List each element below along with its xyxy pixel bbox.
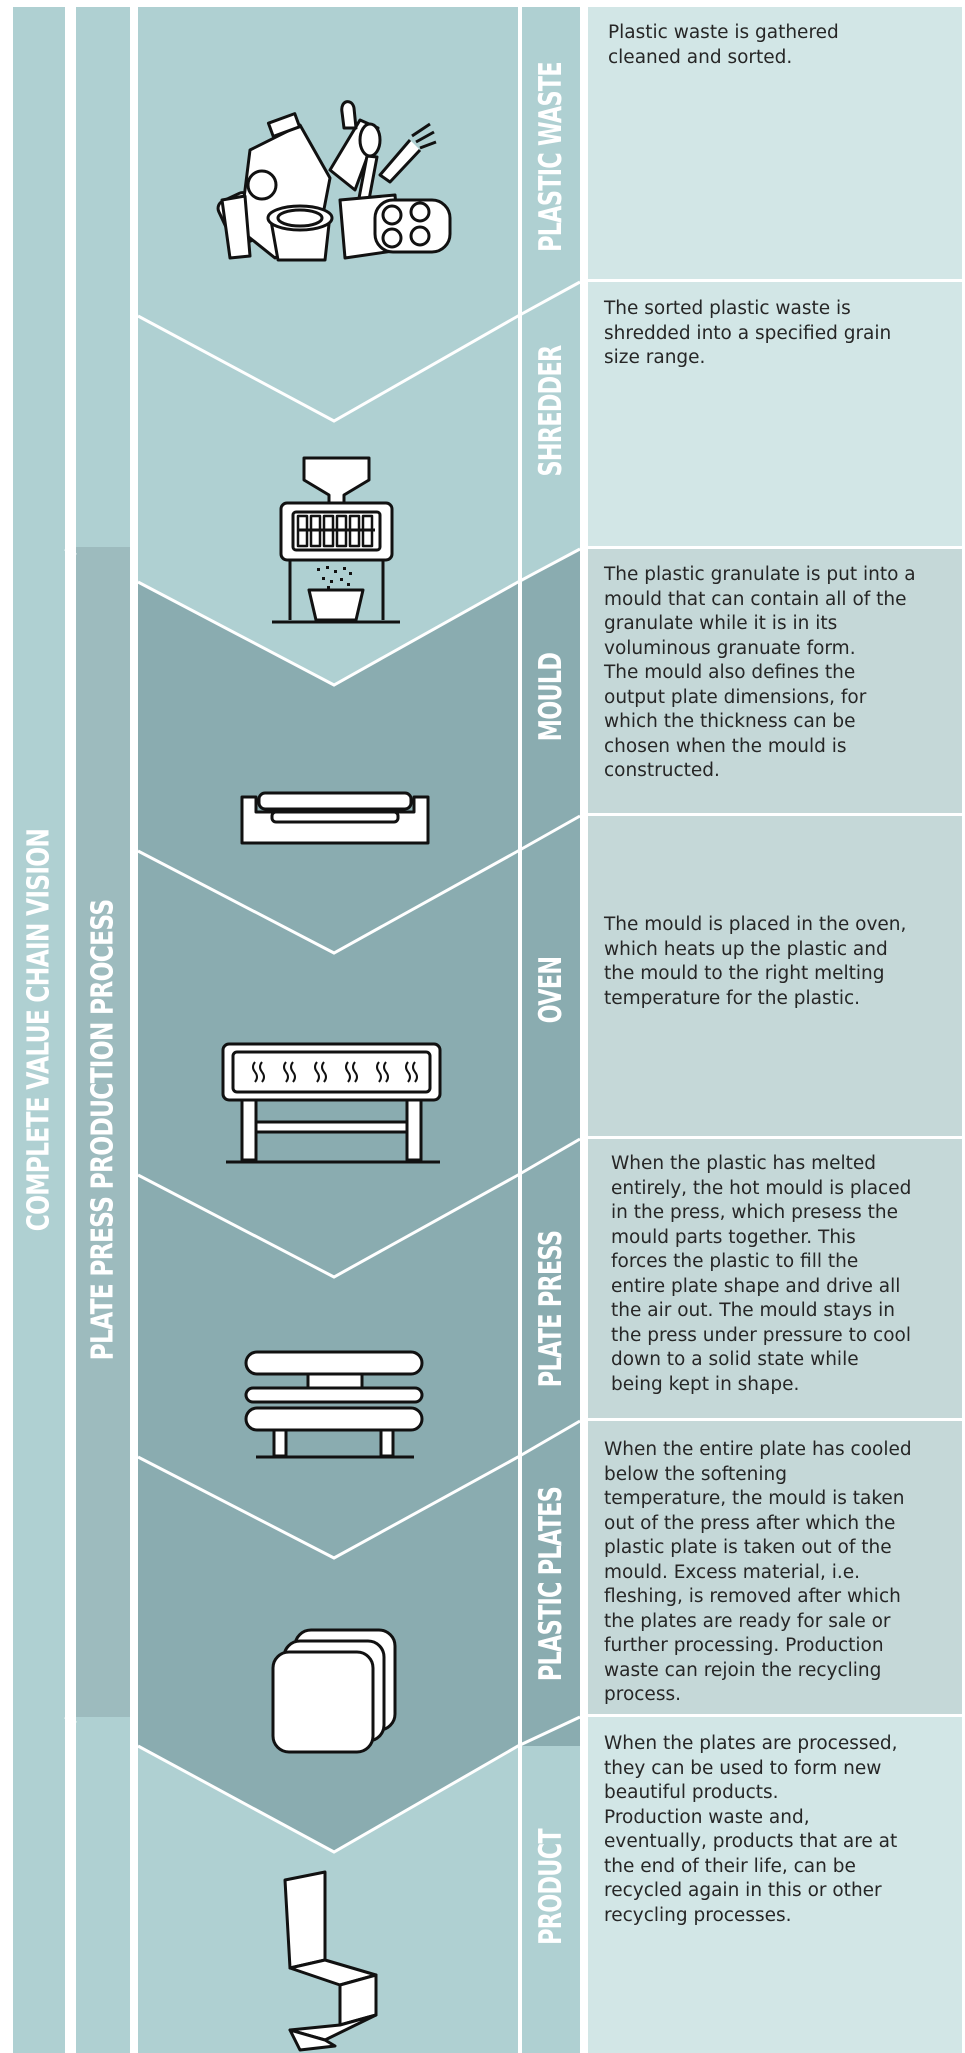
step-text-oven: The mould is placed in the oven, which h…	[604, 913, 949, 1011]
step-text-plate-press: When the plastic has melted entirely, th…	[611, 1152, 956, 1397]
step-label-oven: OVEN	[533, 957, 569, 1024]
step-text-shredder: The sorted plastic waste is shredded int…	[604, 297, 949, 371]
process-column-top	[76, 7, 130, 547]
step-label-shredder: SHREDDER	[533, 346, 569, 477]
process-column-bottom	[76, 1717, 130, 2053]
step-label-plate-press: PLATE PRESS	[533, 1231, 569, 1387]
step-text-product: When the plates are processed, they can …	[604, 1732, 949, 1928]
mould-icon	[242, 793, 428, 843]
plastic-plates-icon	[273, 1630, 395, 1752]
step-label-plastic-plates: PLASTIC PLATES	[533, 1487, 569, 1681]
step-text-plastic-waste: Plastic waste is gathered cleaned and so…	[608, 21, 953, 70]
step-label-product: PRODUCT	[533, 1829, 569, 1945]
step-text-mould: The plastic granulate is put into a moul…	[604, 563, 949, 784]
process-label: PLATE PRESS PRODUCTION PROCESS	[86, 900, 121, 1361]
step-label-mould: MOULD	[533, 653, 569, 741]
step-text-plastic-plates: When the entire plate has cooled below t…	[604, 1438, 949, 1708]
step-label-plastic-waste: PLASTIC WASTE	[533, 62, 569, 252]
vision-label: COMPLETE VALUE CHAIN VISION	[22, 829, 57, 1231]
